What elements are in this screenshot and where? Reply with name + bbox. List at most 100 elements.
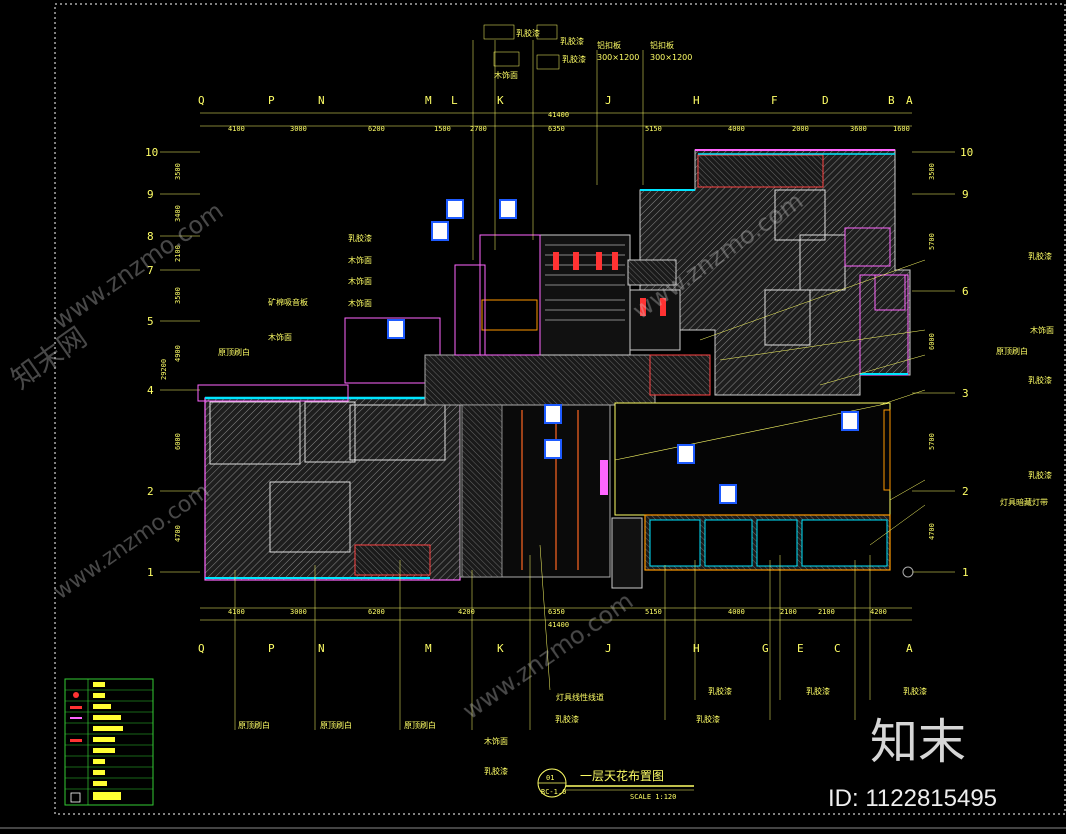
top-overall-dimension: 41400 (548, 111, 569, 119)
svg-text:乳胶漆: 乳胶漆 (1028, 251, 1052, 261)
watermark-id: ID: 1122815495 (828, 785, 997, 812)
svg-text:木饰面: 木饰面 (1030, 325, 1054, 335)
svg-text:2100: 2100 (818, 608, 835, 616)
svg-text:J: J (605, 94, 612, 107)
svg-text:3500: 3500 (174, 163, 182, 180)
svg-text:4100: 4100 (228, 125, 245, 133)
right-dim-labels: 3500 5700 6000 5700 4700 (928, 163, 936, 540)
svg-text:H: H (693, 94, 700, 107)
svg-text:7: 7 (147, 264, 154, 277)
left-room-3 (269, 481, 351, 553)
watermark-logo: 知末 (870, 714, 966, 770)
left-room-1 (209, 401, 301, 465)
svg-text:6350: 6350 (548, 125, 565, 133)
corridor-ceiling (424, 354, 656, 406)
svg-text:木饰面: 木饰面 (494, 70, 518, 80)
leader-lines (234, 40, 926, 730)
svg-text:4000: 4000 (728, 125, 745, 133)
bottom-material-tags: 原顶刷白 原顶刷白 原顶刷白 木饰面 乳胶漆 灯具线性线道 乳胶漆 乳胶漆 乳胶… (238, 686, 927, 776)
drawing-title: 一层天花布置图 (580, 768, 664, 783)
svg-text:3: 3 (962, 387, 969, 400)
svg-text:原顶刷白: 原顶刷白 (320, 720, 352, 730)
svg-text:N: N (318, 642, 325, 655)
svg-text:10: 10 (145, 146, 158, 159)
svg-text:4200: 4200 (870, 608, 887, 616)
bottom-dimensions (200, 607, 912, 621)
svg-text:3400: 3400 (174, 205, 182, 222)
svg-text:乳胶漆: 乳胶漆 (484, 766, 508, 776)
svg-text:29200: 29200 (160, 359, 168, 380)
drawing-frame (54, 3, 1066, 815)
svg-text:铝扣板: 铝扣板 (597, 40, 621, 50)
svg-text:9: 9 (147, 188, 154, 201)
left-room-4 (349, 404, 446, 461)
svg-text:Q: Q (198, 94, 205, 107)
svg-text:乳胶漆: 乳胶漆 (708, 686, 732, 696)
svg-text:2100: 2100 (174, 245, 182, 262)
svg-text:A: A (906, 642, 913, 655)
top-grid-letters: Q P N M L K J H F D B A (198, 94, 913, 107)
svg-text:木饰面: 木饰面 (348, 298, 372, 308)
legend-table (64, 678, 154, 806)
svg-text:C: C (834, 642, 841, 655)
top-dimensions (200, 112, 912, 127)
svg-text:10: 10 (960, 146, 973, 159)
title-block: 01 RC-1.0 一层天花布置图 SCALE 1:120 (537, 768, 694, 801)
bottom-grid-letters: Q P N M K J H G E C A (198, 642, 913, 655)
svg-text:5700: 5700 (928, 233, 936, 250)
svg-text:www.znzmo.com: www.znzmo.com (47, 197, 228, 335)
svg-text:9: 9 (962, 188, 969, 201)
drawing-scale: SCALE 1:120 (630, 793, 676, 801)
top-material-tags: 乳胶漆 木饰面 乳胶漆 乳胶漆 铝扣板 300×1200 铝扣板 300×120… (483, 24, 692, 80)
svg-text:5: 5 (147, 315, 154, 328)
svg-text:4200: 4200 (458, 608, 475, 616)
svg-text:木饰面: 木饰面 (348, 255, 372, 265)
svg-text:A: A (906, 94, 913, 107)
svg-text:5150: 5150 (645, 608, 662, 616)
svg-text:木饰面: 木饰面 (348, 276, 372, 286)
svg-text:M: M (425, 94, 432, 107)
left-room-5 (354, 544, 431, 576)
svg-text:乳胶漆: 乳胶漆 (560, 36, 584, 46)
svg-text:E: E (797, 642, 804, 655)
svg-text:乳胶漆: 乳胶漆 (806, 686, 830, 696)
svg-text:6350: 6350 (548, 608, 565, 616)
svg-text:木饰面: 木饰面 (268, 332, 292, 342)
svg-text:5150: 5150 (645, 125, 662, 133)
svg-text:1600: 1600 (893, 125, 910, 133)
svg-text:3000: 3000 (290, 125, 307, 133)
svg-text:6200: 6200 (368, 608, 385, 616)
svg-text:G: G (762, 642, 769, 655)
svg-text:L: L (451, 94, 458, 107)
svg-text:乳胶漆: 乳胶漆 (348, 233, 372, 243)
svg-text:4: 4 (147, 384, 154, 397)
svg-text:乳胶漆: 乳胶漆 (1028, 375, 1052, 385)
svg-text:木饰面: 木饰面 (484, 736, 508, 746)
svg-text:灯具线性线道: 灯具线性线道 (556, 692, 604, 702)
svg-text:乳胶漆: 乳胶漆 (1028, 470, 1052, 480)
svg-text:41400: 41400 (548, 621, 569, 629)
svg-text:矿棉吸音板: 矿棉吸音板 (268, 297, 308, 307)
svg-text:300×1200: 300×1200 (650, 53, 692, 62)
svg-text:www.znzmo.com: www.znzmo.com (49, 479, 214, 605)
svg-text:P: P (268, 642, 275, 655)
svg-text:D: D (822, 94, 829, 107)
right-material-tags: 乳胶漆 木饰面 原顶刷白 乳胶漆 乳胶漆 灯具暗藏灯带 (996, 251, 1054, 507)
svg-text:4700: 4700 (928, 523, 936, 540)
left-room-2 (304, 401, 356, 463)
light-strips (521, 410, 579, 570)
svg-text:300×1200: 300×1200 (597, 53, 639, 62)
svg-text:N: N (318, 94, 325, 107)
svg-text:P: P (268, 94, 275, 107)
svg-text:M: M (425, 642, 432, 655)
svg-text:2700: 2700 (470, 125, 487, 133)
svg-text:6200: 6200 (368, 125, 385, 133)
top-dim-labels: 4100 3000 6200 1500 2700 6350 5150 4000 … (228, 125, 910, 133)
svg-text:原顶刷白: 原顶刷白 (238, 720, 270, 730)
svg-text:铝扣板: 铝扣板 (650, 40, 674, 50)
svg-text:1500: 1500 (434, 125, 451, 133)
svg-text:B: B (888, 94, 895, 107)
svg-text:乳胶漆: 乳胶漆 (562, 54, 586, 64)
svg-text:4100: 4100 (228, 608, 245, 616)
left-grid-numbers: 10 9 8 7 5 4 2 1 (145, 146, 158, 579)
